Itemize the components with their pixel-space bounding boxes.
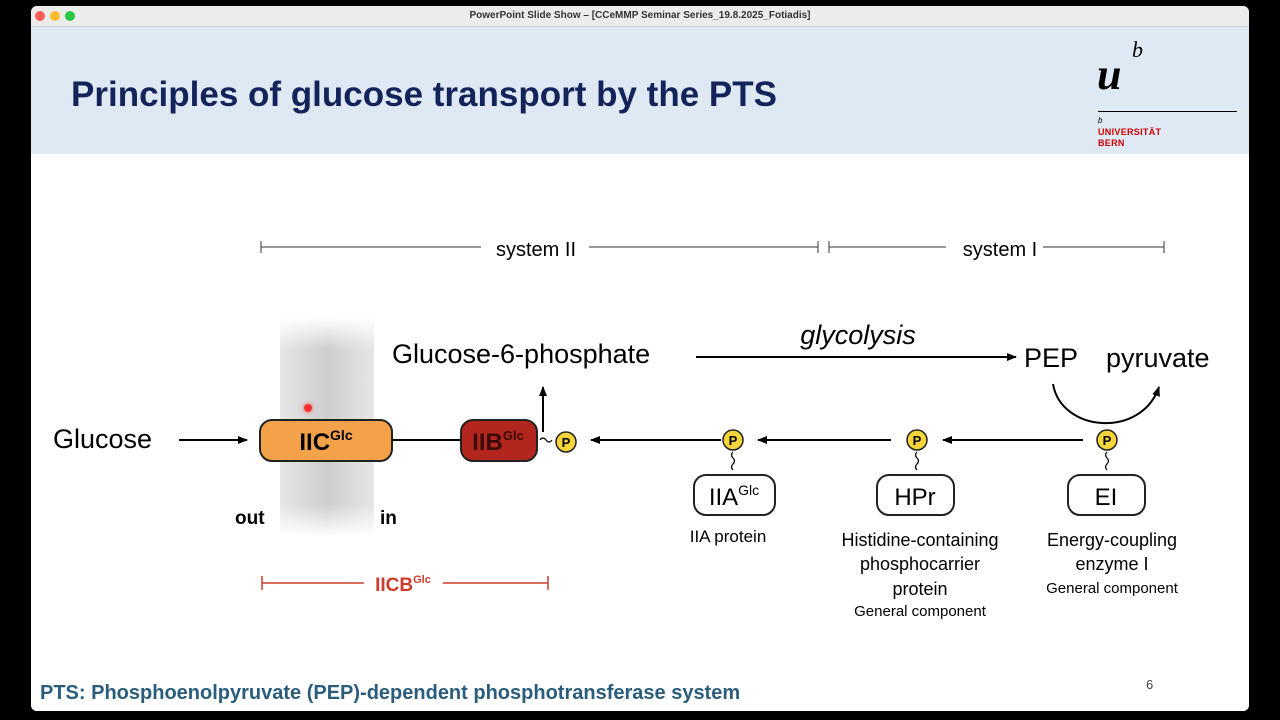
svg-text:IICGlc: IICGlc: [299, 427, 352, 456]
slide-header: [31, 27, 1249, 154]
ei-protein: EI: [1067, 474, 1146, 516]
iicb-label: IICB: [375, 575, 413, 596]
phosphate-ei: P: [1096, 429, 1118, 451]
svg-text:IIAGlc: IIAGlc: [709, 482, 759, 511]
svg-text:EI: EI: [1095, 484, 1118, 511]
hpr-general-component: General component: [854, 603, 987, 620]
iic-protein: IICGlc: [259, 419, 393, 462]
iia-protein: IIAGlc: [693, 474, 776, 516]
svg-text:P: P: [729, 433, 738, 448]
svg-text:P: P: [913, 433, 922, 448]
glucose-label: Glucose: [53, 424, 152, 454]
hpr-description-line1: Histidine-containing: [841, 530, 998, 550]
system-i-bracket: system I: [828, 239, 1165, 261]
pep-to-pyruvate-arrow: [1052, 383, 1160, 424]
phosphate-iia: P: [722, 429, 744, 451]
close-window-button[interactable]: [35, 11, 45, 21]
out-label: out: [235, 508, 265, 529]
slide-footer: PTS: Phosphoenolpyruvate (PEP)-dependent…: [40, 682, 741, 704]
slide[interactable]: Principles of glucose transport by the P…: [31, 27, 1249, 711]
svg-text:HPr: HPr: [894, 484, 935, 511]
phosphate-hpr: P: [906, 429, 928, 451]
window-title: PowerPoint Slide Show – [CCeMMP Seminar …: [469, 10, 811, 21]
minimize-window-button[interactable]: [50, 11, 60, 21]
iib-protein: IIBGlc: [460, 419, 538, 462]
laser-pointer: [304, 404, 312, 412]
system-ii-bracket: system II: [260, 239, 819, 261]
zoom-window-button[interactable]: [65, 11, 75, 21]
svg-text:P: P: [1103, 433, 1112, 448]
svg-text:IICBGlc: IICBGlc: [375, 574, 431, 596]
system-i-label: system I: [963, 239, 1037, 261]
pyruvate-label: pyruvate: [1106, 343, 1210, 373]
hpr-protein: HPr: [876, 474, 955, 516]
hpr-description-line3: protein: [892, 579, 947, 599]
iia-description: IIA protein: [690, 527, 767, 546]
svg-text:IIBGlc: IIBGlc: [472, 428, 524, 456]
g6p-label: Glucose-6-phosphate: [392, 339, 650, 369]
ei-description-line2: enzyme I: [1075, 554, 1148, 574]
glycolysis-label: glycolysis: [800, 320, 916, 350]
title-bar: PowerPoint Slide Show – [CCeMMP Seminar …: [31, 6, 1249, 27]
in-label: in: [380, 508, 397, 529]
hpr-description-line2: phosphocarrier: [860, 554, 980, 574]
iicb-bracket: IICBGlc: [261, 574, 549, 596]
ei-description-line1: Energy-coupling: [1047, 530, 1177, 550]
presentation-window: PowerPoint Slide Show – [CCeMMP Seminar …: [31, 6, 1249, 711]
pts-diagram: system II system I Glucose-6-phosphate g…: [53, 239, 1210, 620]
svg-text:P: P: [562, 435, 571, 450]
pep-label: PEP: [1024, 343, 1078, 373]
ei-general-component: General component: [1046, 580, 1179, 597]
slide-title: Principles of glucose transport by the P…: [71, 75, 777, 114]
page-number: 6: [1146, 677, 1154, 692]
system-ii-label: system II: [496, 239, 576, 261]
phosphate-iib: P: [555, 431, 577, 453]
